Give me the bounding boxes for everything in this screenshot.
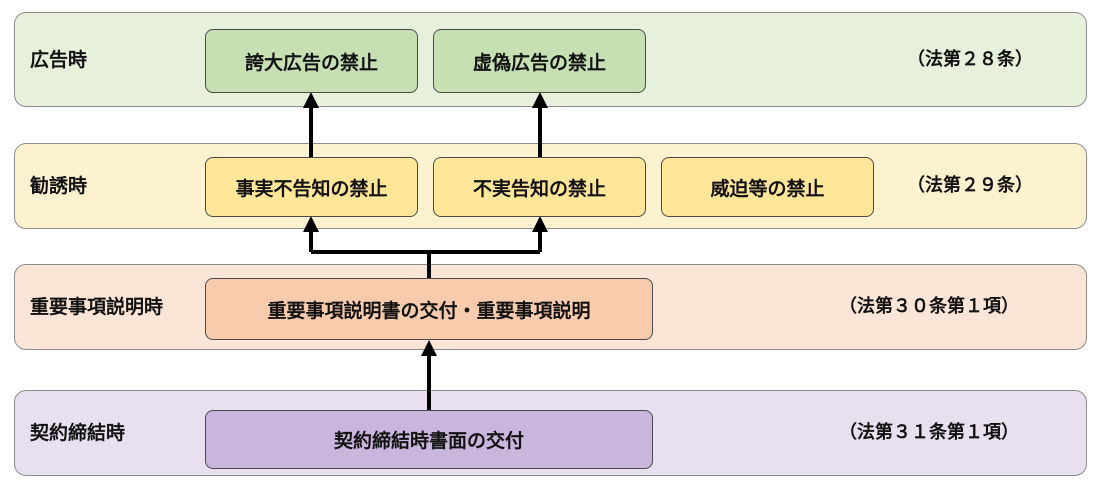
law-ref-explanation: （法第３０条第１項） [839, 296, 1019, 317]
box-false-ad: 虚偽広告の禁止 [433, 29, 646, 93]
box-contract-doc: 契約締結時書面の交付 [205, 410, 653, 469]
band-label-explanation: 重要事項説明時 [30, 296, 164, 318]
box-explanation-doc: 重要事項説明書の交付・重要事項説明 [205, 278, 653, 340]
band-label-advertising: 広告時 [30, 49, 88, 71]
law-ref-advertising: （法第２８条） [907, 49, 1033, 70]
box-misrepresentation: 不実告知の禁止 [433, 157, 646, 217]
law-ref-contract: （法第３１条第１項） [839, 422, 1019, 443]
box-coercion: 威迫等の禁止 [661, 157, 874, 217]
box-nondisclosure: 事実不告知の禁止 [205, 157, 418, 217]
box-exaggerated-ad: 誇大広告の禁止 [205, 29, 418, 93]
band-label-contract: 契約締結時 [30, 422, 126, 444]
law-ref-solicitation: （法第２９条） [907, 175, 1033, 196]
band-label-solicitation: 勧誘時 [30, 175, 88, 197]
